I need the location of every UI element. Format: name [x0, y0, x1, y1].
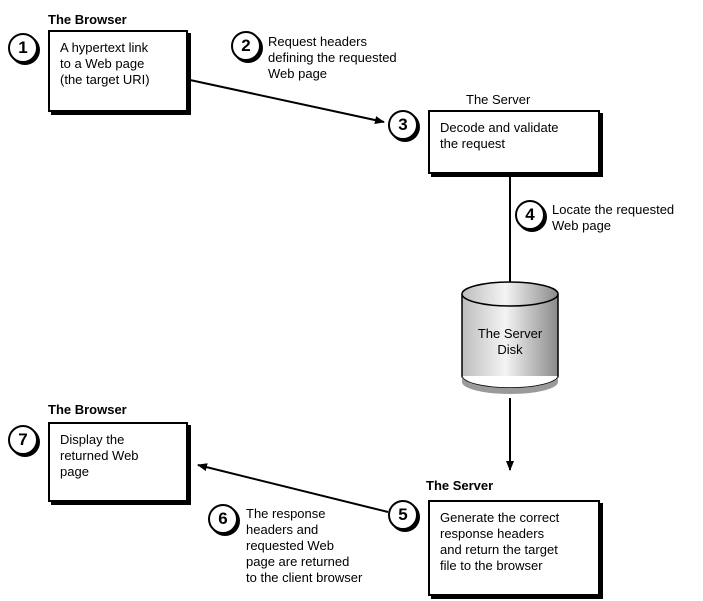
- server-top-line-1: Decode and validate: [440, 120, 559, 135]
- server-disk-cylinder: [461, 281, 559, 394]
- request-headers-line-2: defining the requested: [268, 50, 397, 65]
- step-4-badge: 4: [515, 200, 545, 230]
- browser-bottom-heading: The Browser: [48, 402, 127, 417]
- step-5-badge: 5: [388, 500, 418, 530]
- browser-top-line-2: to a Web page: [60, 56, 145, 71]
- browser-top-box: A hypertext link to a Web page (the targ…: [48, 30, 188, 112]
- server-disk-label: The Server Disk: [465, 326, 555, 358]
- server-bottom-line-3: and return the target: [440, 542, 558, 557]
- server-top-heading: The Server: [466, 92, 531, 107]
- step-1-badge: 1: [8, 33, 38, 63]
- request-headers-line-1: Request headers: [268, 34, 368, 49]
- locate-line-2: Web page: [552, 218, 612, 233]
- response-label: The response headers and requested Web p…: [246, 506, 362, 586]
- response-line-2: headers and: [246, 522, 319, 537]
- browser-bottom-line-1: Display the: [60, 432, 125, 447]
- response-line-3: requested Web: [246, 538, 334, 553]
- browser-bottom-line-2: returned Web: [60, 448, 139, 463]
- request-arrow: [189, 79, 385, 125]
- disk-line-1: The Server: [477, 326, 543, 341]
- response-arrow: [197, 463, 389, 513]
- step-2-badge: 2: [231, 31, 261, 61]
- server-bottom-line-2: response headers: [440, 526, 545, 541]
- step-7-badge: 7: [8, 425, 38, 455]
- locate-line-1: Locate the requested: [552, 202, 675, 217]
- response-line-4: page are returned: [246, 554, 350, 569]
- browser-top-line-1: A hypertext link: [60, 40, 149, 55]
- browser-bottom-box: Display the returned Web page: [48, 422, 188, 502]
- step-6-badge: 6: [208, 504, 238, 534]
- server-bottom-heading: The Server: [426, 478, 494, 493]
- server-bottom-line-4: file to the browser: [440, 558, 543, 573]
- server-top-box: Decode and validate the request: [428, 110, 600, 174]
- response-line-5: to the client browser: [246, 570, 363, 585]
- response-line-1: The response: [246, 506, 326, 521]
- request-headers-line-3: Web page: [268, 66, 328, 81]
- step-3-badge: 3: [388, 110, 418, 140]
- browser-top-line-3: (the target URI): [60, 72, 150, 87]
- browser-top-heading: The Browser: [48, 12, 127, 27]
- server-top-line-2: the request: [440, 136, 506, 151]
- browser-bottom-line-3: page: [60, 464, 89, 479]
- disk-line-2: Disk: [497, 342, 523, 357]
- locate-label: Locate the requested Web page: [552, 202, 674, 234]
- server-bottom-line-1: Generate the correct: [440, 510, 560, 525]
- request-headers-label: Request headers defining the requested W…: [268, 34, 397, 82]
- server-bottom-box: Generate the correct response headers an…: [428, 500, 600, 596]
